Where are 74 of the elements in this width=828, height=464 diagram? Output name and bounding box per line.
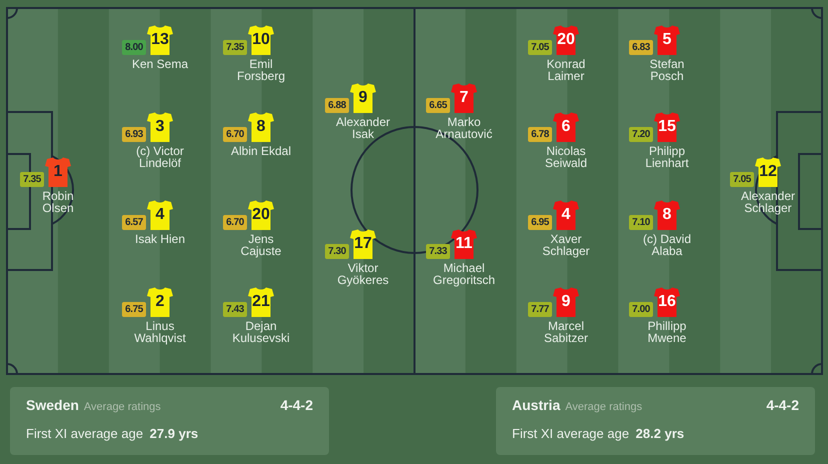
rating-badge: 7.77 [528, 302, 552, 317]
subtitle-text: Average ratings [84, 401, 161, 413]
player-name: Alexander Schlager [740, 190, 796, 214]
shirt-number: 1 [54, 163, 62, 180]
rating-badge: 7.20 [629, 127, 653, 142]
shirt-number: 8 [256, 118, 266, 135]
rating-badge: 7.35 [223, 40, 247, 55]
shirt-number: 11 [456, 235, 472, 252]
shirt-number: 5 [662, 31, 672, 48]
subtitle-text: Average ratings [565, 401, 642, 413]
player-name: Konrad Laimer [546, 58, 586, 82]
rating-badge: 7.05 [730, 172, 754, 187]
shirt-number: 13 [151, 31, 169, 48]
rating-badge: 7.00 [629, 302, 653, 317]
shirt-number: 2 [156, 293, 164, 310]
average-age-text: First XI average age 28.2 yrs [512, 426, 684, 441]
shirt-number: 20 [252, 206, 270, 223]
team-name: Sweden [26, 397, 79, 413]
player-name: Phillipp Mwene [648, 320, 686, 344]
shirt-number: 4 [562, 206, 570, 223]
shirt-number: 17 [354, 235, 372, 252]
rating-badge: 8.00 [122, 40, 146, 55]
rating-badge: 6.70 [223, 127, 247, 142]
player-name: Jens Cajuste [240, 233, 282, 257]
shirt-number: 8 [662, 206, 672, 223]
rating-badge: 6.88 [325, 98, 349, 113]
rating-badge: 6.95 [528, 215, 552, 230]
player-name: Linus Wahlqvist [134, 320, 186, 344]
rating-badge: 7.10 [629, 215, 653, 230]
rating-badge: 6.65 [426, 98, 450, 113]
rating-badge: 6.78 [528, 127, 552, 142]
shirt-number: 9 [358, 89, 368, 106]
shirt-number: 4 [156, 206, 164, 223]
rating-badge: 6.93 [122, 127, 146, 142]
rating-badge: 6.57 [122, 215, 146, 230]
player-name: Marcel Sabitzer [544, 320, 588, 344]
shirt-number: 6 [562, 118, 570, 135]
shirt-number: 21 [252, 293, 270, 310]
shirt-number: 7 [460, 89, 468, 106]
rating-badge: 7.33 [426, 244, 450, 259]
player-name: Nicolas Seiwald [544, 145, 588, 169]
rating-badge: 6.75 [122, 302, 146, 317]
shirt-number: 3 [156, 118, 164, 135]
rating-badge: 6.70 [223, 215, 247, 230]
formation-text: 4-4-2 [280, 397, 313, 413]
player-name: Xaver Schlager [542, 233, 590, 257]
player-name: Marko Arnautović [436, 116, 492, 140]
rating-badge: 7.05 [528, 40, 552, 55]
player-name: Robin Olsen [42, 190, 74, 214]
player-name: Emil Forsberg [236, 58, 286, 82]
player-name: Alexander Isak [336, 116, 390, 140]
shirt-number: 12 [759, 163, 777, 180]
player-name: Michael Gregoritsch [432, 262, 496, 286]
player-name: Dejan Kulusevski [232, 320, 290, 344]
player-name: Albin Ekdal [230, 145, 292, 157]
formation-text: 4-4-2 [766, 397, 799, 413]
player-name: (c) Victor Lindelöf [136, 145, 184, 169]
player-name: Viktor Gyökeres [337, 262, 389, 286]
player-name: Philipp Lienhart [645, 145, 689, 169]
rating-badge: 6.83 [629, 40, 653, 55]
player-name: Isak Hien [134, 233, 186, 245]
shirt-number: 16 [658, 293, 676, 310]
player-name: Stefan Posch [650, 58, 684, 82]
team-name: Austria [512, 397, 560, 413]
shirt-number: 20 [557, 31, 575, 48]
average-age-text: First XI average age 27.9 yrs [26, 426, 198, 441]
rating-badge: 7.35 [20, 172, 44, 187]
rating-badge: 7.30 [325, 244, 349, 259]
rating-badge: 7.43 [223, 302, 247, 317]
player-name: (c) David Alaba [643, 233, 691, 257]
shirt-number: 10 [252, 31, 270, 48]
player-name: Ken Sema [132, 58, 188, 70]
shirt-number: 9 [562, 293, 570, 310]
shirt-number: 15 [658, 118, 676, 135]
